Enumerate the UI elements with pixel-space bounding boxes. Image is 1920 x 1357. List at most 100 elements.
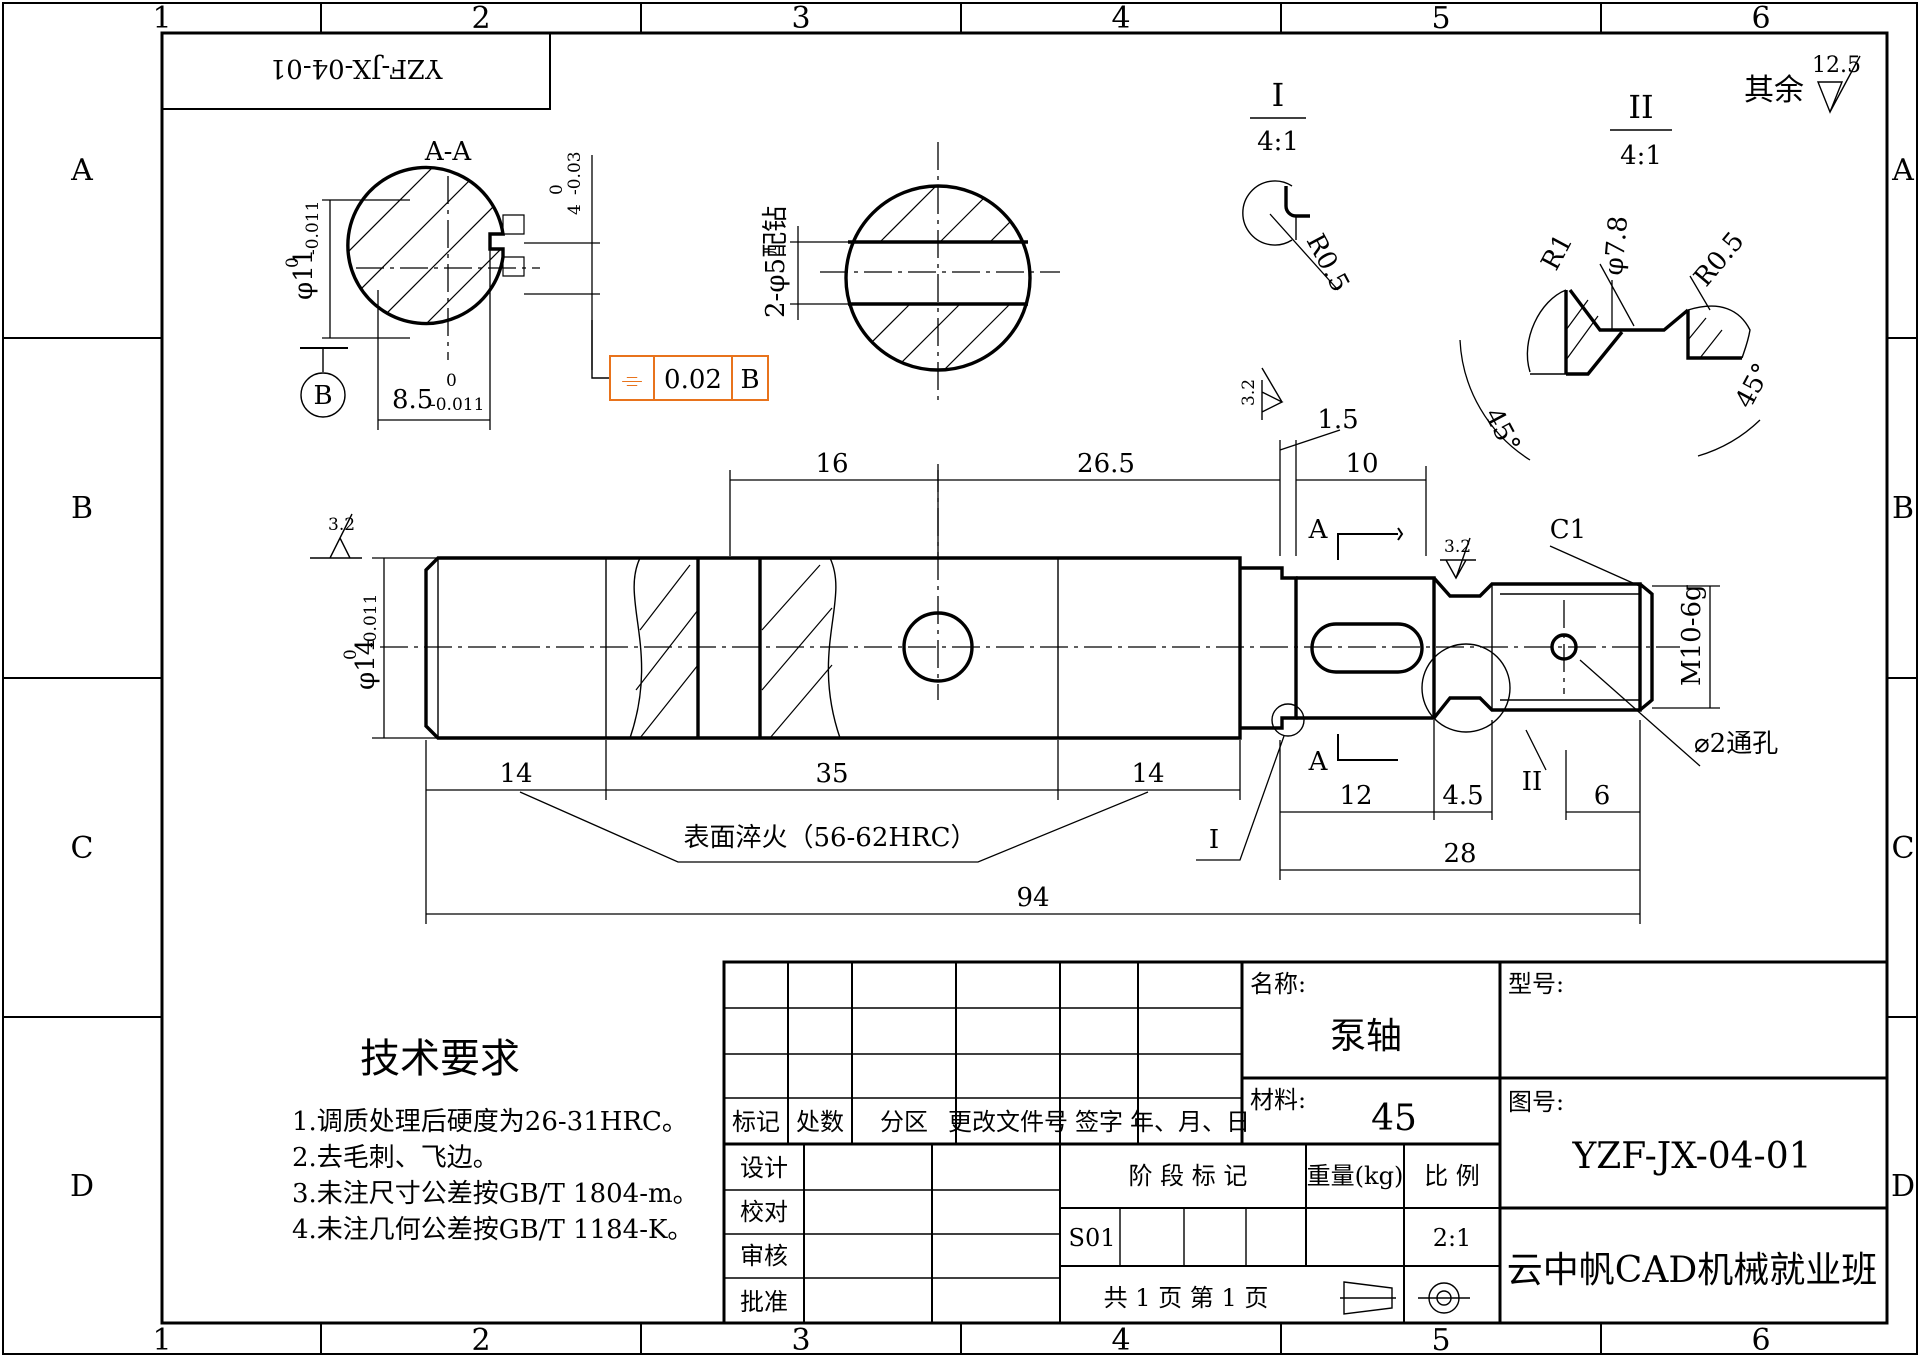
pin-drill-note: 2-φ5配钻 xyxy=(761,206,791,318)
tech-requirement-3: 3.未注尺寸公差按GB/T 1804-m。 xyxy=(292,1179,699,1209)
dim-bottom-5: 6 xyxy=(1594,781,1611,811)
scale-label: 比 例 xyxy=(1424,1162,1480,1190)
zone-row-d-left: D xyxy=(70,1169,94,1204)
zone-row-b-left: B xyxy=(71,491,93,526)
section-aa-dia-tol-upper: 0 xyxy=(283,257,303,268)
rev-header-2: 分区 xyxy=(880,1108,928,1136)
role-3: 批准 xyxy=(740,1288,788,1316)
section-aa-width-tol-upper: 0 xyxy=(446,371,457,391)
zone-col-4-top: 4 xyxy=(1111,1,1130,36)
projection-cone-icon xyxy=(1343,1281,1393,1315)
pin-section-view: 2-φ5配钻 xyxy=(761,142,1060,402)
cut-marker-a-bottom: A xyxy=(1308,747,1329,777)
rev-header-4: 签字 xyxy=(1075,1108,1123,1136)
chamfer-label: C1 xyxy=(1550,515,1586,545)
dim-bottom-3: 12 xyxy=(1339,781,1372,811)
section-aa-width: 8.5 xyxy=(392,385,433,415)
tech-requirements-title: 技术要求 xyxy=(360,1036,520,1082)
roughness-symbol-icon xyxy=(1816,55,1861,114)
zone-row-d-right: D xyxy=(1891,1169,1915,1204)
name-value: 泵轴 xyxy=(1330,1016,1402,1057)
dim-bottom-2: 14 xyxy=(1131,759,1164,789)
mirrored-code-box: YZF-JX-04-01 xyxy=(161,32,551,110)
weight-label: 重量(kg) xyxy=(1307,1162,1404,1190)
section-aa-width-tol-lower: -0.011 xyxy=(430,395,484,415)
role-2: 审核 xyxy=(740,1242,788,1270)
tech-requirements: 技术要求 1.调质处理后硬度为26-31HRC。 2.去毛刺、飞边。 3.未注尺… xyxy=(292,1036,699,1245)
roughness-top: 3.2 xyxy=(1239,379,1259,406)
tech-requirement-1: 1.调质处理后硬度为26-31HRC。 xyxy=(292,1107,688,1137)
zone-col-3-bottom: 3 xyxy=(791,1323,810,1357)
general-roughness: 其余 12.5 xyxy=(1744,53,1861,114)
detail-2-angle-right: 45° xyxy=(1730,359,1778,414)
rev-header-0: 标记 xyxy=(732,1108,780,1136)
section-aa-slot: 4 xyxy=(565,204,585,215)
main-dia-tol-upper: 0 xyxy=(341,649,361,660)
roughness-left: 3.2 xyxy=(328,515,355,535)
section-aa-outline xyxy=(346,165,505,326)
zone-col-2-top: 2 xyxy=(471,1,490,36)
section-aa-slot-tol-lower: -0.03 xyxy=(565,151,585,195)
main-dia: φ14 xyxy=(351,639,381,690)
zone-col-4-bottom: 4 xyxy=(1111,1323,1130,1357)
zone-col-1-bottom: 1 xyxy=(152,1323,171,1357)
cut-marker-a-top: A xyxy=(1308,515,1329,545)
roughness-left-icon xyxy=(310,513,362,559)
roughness-top-icon xyxy=(1261,367,1284,420)
material-label: 材料: xyxy=(1250,1086,1306,1114)
zone-col-5-bottom: 5 xyxy=(1431,1323,1450,1357)
scale-value: 2:1 xyxy=(1433,1224,1472,1252)
drawing-no-label: 图号: xyxy=(1508,1088,1564,1116)
material-value: 45 xyxy=(1371,1098,1417,1139)
zone-labels: 1 2 3 4 5 6 1 2 3 4 5 6 A B C D A B C D xyxy=(70,1,1915,1357)
tolerance-value: 0.02 xyxy=(664,365,722,395)
dim-top-3: 10 xyxy=(1345,449,1378,479)
dim-bottom-6: 28 xyxy=(1443,839,1476,869)
dim-bottom-4: 4.5 xyxy=(1442,781,1483,811)
detail-2-mark: II xyxy=(1522,767,1543,797)
section-aa-dia-tol-lower: -0.011 xyxy=(303,201,323,255)
tech-requirement-2: 2.去毛刺、飞边。 xyxy=(292,1143,499,1173)
name-label: 名称: xyxy=(1250,970,1306,998)
detail-2-view: II 4:1 R1 φ7.8 R0.5 45° 45° xyxy=(1459,88,1778,461)
detail-2-scale: 4:1 xyxy=(1620,141,1662,171)
company-name: 云中帆CAD机械就业班 xyxy=(1507,1250,1877,1291)
symmetry-icon: ⌯ xyxy=(622,365,643,395)
stage-value: S01 xyxy=(1069,1224,1116,1252)
zone-col-2-bottom: 2 xyxy=(471,1323,490,1357)
zone-row-a-left: A xyxy=(70,153,93,188)
dim-top-1: 26.5 xyxy=(1077,449,1135,479)
zone-col-1-top: 1 xyxy=(152,1,171,36)
dim-bottom-7: 94 xyxy=(1016,883,1049,913)
section-aa-view: A-A φ11 -0.011 0 8.5 -0.011 0 4 xyxy=(283,137,769,430)
tolerance-frame xyxy=(609,355,769,401)
detail-2-title: II xyxy=(1628,88,1653,126)
section-aa-dia: φ11 xyxy=(289,249,319,300)
sheets-label: 共 1 页 第 1 页 xyxy=(1104,1284,1269,1312)
section-aa-slot-tol-upper: 0 xyxy=(547,184,567,195)
detail-1-scale: 4:1 xyxy=(1257,127,1299,157)
title-block: 标记 处数 分区 更改文件号 签字 年、月、日 设计 校对 审核 批准 阶 段 … xyxy=(722,960,1889,1325)
tech-requirement-4: 4.未注几何公差按GB/T 1184-K。 xyxy=(292,1215,693,1245)
detail-2-r2: R0.5 xyxy=(1688,227,1750,293)
hole-note: ⌀2通孔 xyxy=(1694,729,1778,759)
stage-label: 阶 段 标 记 xyxy=(1129,1162,1248,1190)
zone-col-6-top: 6 xyxy=(1751,1,1770,36)
main-dia-tol-lower: -0.011 xyxy=(361,594,381,648)
detail-2-dia: φ7.8 xyxy=(1599,215,1634,277)
dim-bottom-1: 35 xyxy=(815,759,848,789)
detail-1-title: I xyxy=(1272,76,1285,114)
rev-header-3: 更改文件号 xyxy=(948,1108,1068,1136)
dim-top-2: 1.5 xyxy=(1317,405,1358,435)
keyway-slot xyxy=(1310,622,1424,674)
zone-row-b-right: B xyxy=(1892,491,1914,526)
section-aa-title: A-A xyxy=(424,137,473,167)
zone-col-3-top: 3 xyxy=(791,1,810,36)
zone-col-6-bottom: 6 xyxy=(1751,1323,1770,1357)
main-shaft-view: A A φ14 -0.011 0 3.2 3.2 3.2 16 26.5 1.5… xyxy=(310,367,1778,924)
rev-header-5: 年、月、日 xyxy=(1130,1108,1250,1136)
detail-2-r1: R1 xyxy=(1536,229,1579,275)
zone-row-c-right: C xyxy=(1892,831,1915,866)
datum-circle xyxy=(300,372,346,418)
